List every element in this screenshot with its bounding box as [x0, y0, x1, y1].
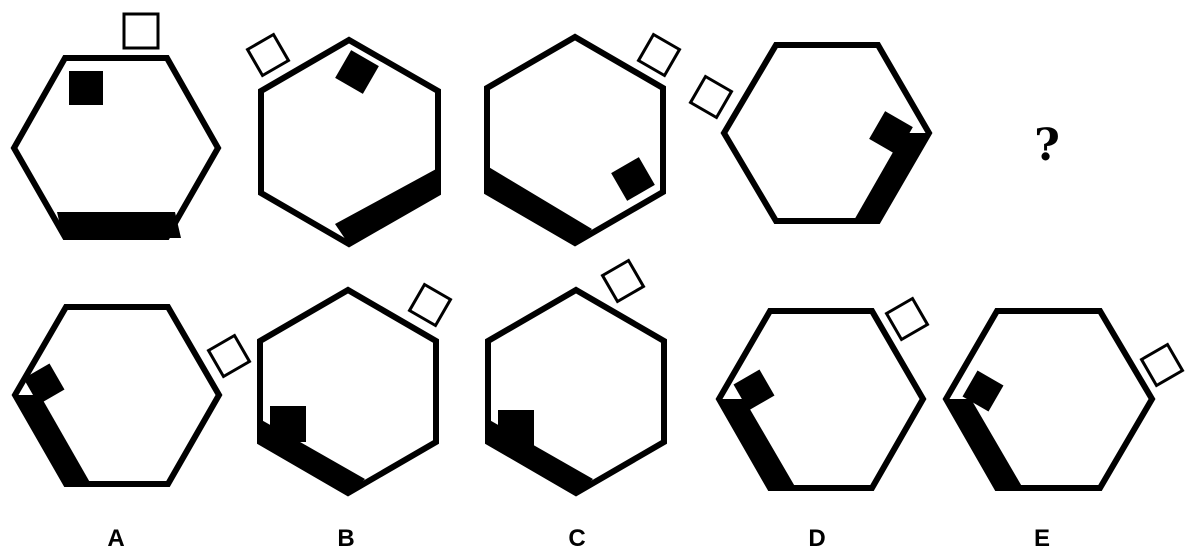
sequence-figure-3 — [484, 32, 682, 247]
outline-square — [688, 74, 734, 120]
hexagon — [485, 286, 667, 497]
hexagon — [10, 55, 222, 240]
option-e-figure[interactable] — [942, 308, 1185, 491]
filled-square — [869, 111, 913, 155]
outline-square — [600, 258, 646, 304]
filled-square — [733, 369, 775, 411]
filled-square — [270, 406, 306, 442]
filled-square — [23, 363, 65, 405]
filled-square — [69, 71, 103, 105]
hexagon — [257, 286, 439, 497]
thick-edge — [57, 212, 181, 238]
filled-square — [962, 370, 1004, 412]
outline-square — [206, 333, 252, 379]
outline-square — [407, 282, 453, 328]
filled-square — [611, 157, 655, 201]
option-b-figure[interactable] — [257, 282, 453, 497]
option-label-a[interactable]: A — [107, 525, 124, 550]
option-label-d[interactable]: D — [808, 525, 825, 550]
thick-edge — [12, 395, 92, 486]
thick-edge — [716, 399, 797, 490]
option-c-figure[interactable] — [485, 258, 667, 497]
question-mark: ? — [1034, 120, 1060, 171]
thick-edge — [335, 168, 441, 246]
option-label-c[interactable]: C — [568, 525, 585, 550]
option-a-figure[interactable] — [11, 304, 252, 487]
outline-square — [636, 32, 682, 78]
option-label-b[interactable]: B — [337, 525, 354, 550]
sequence-figure-4 — [688, 42, 933, 224]
outline-square — [1139, 342, 1185, 388]
thick-edge — [943, 399, 1024, 490]
thick-edge — [853, 133, 932, 222]
outline-square — [122, 12, 160, 50]
filled-square — [498, 410, 534, 446]
option-d-figure[interactable] — [715, 296, 930, 491]
sequence-figure-1 — [10, 12, 222, 240]
outline-square — [884, 296, 930, 342]
sequence-figure-2 — [245, 32, 441, 248]
filled-square — [335, 50, 379, 94]
thick-edge — [485, 166, 592, 245]
hexagon — [484, 33, 666, 247]
option-label-e[interactable]: E — [1034, 525, 1050, 550]
outline-square — [245, 32, 291, 78]
